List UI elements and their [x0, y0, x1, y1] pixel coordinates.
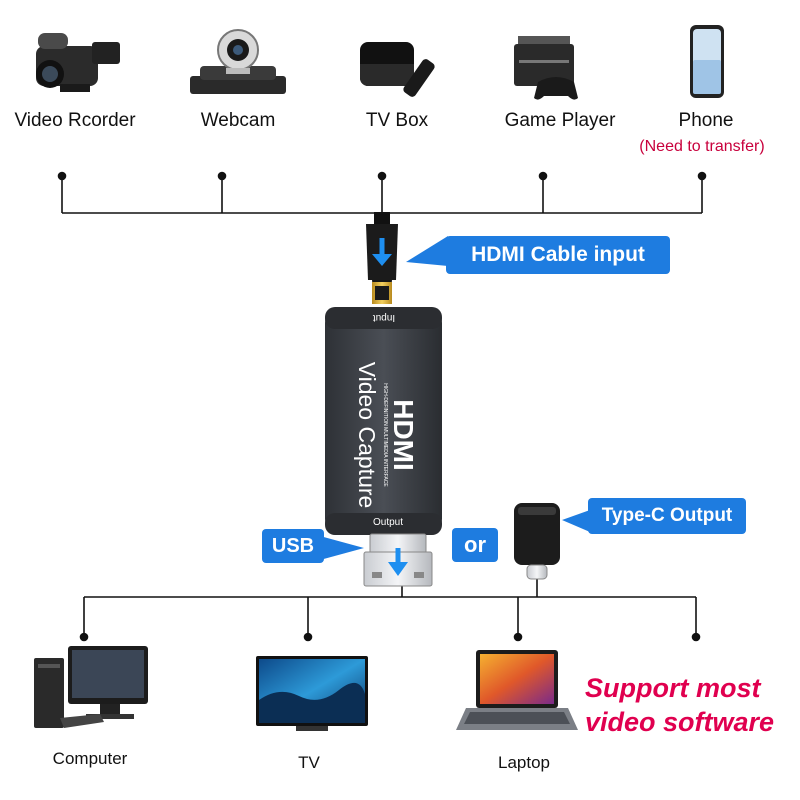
type-c-callout-pointer: [562, 510, 590, 532]
game-console-icon: [514, 36, 578, 100]
hdmi-cable-input-callout: HDMI Cable input: [446, 236, 670, 274]
phone-icon: [690, 25, 724, 98]
source-label-video-recorder: Video Rcorder: [14, 110, 136, 131]
hdmi-logo: HDMI: [388, 399, 419, 471]
phone-transfer-note: (Need to transfer): [639, 138, 765, 155]
tv-box-icon: [360, 42, 435, 97]
type-c-adapter: [514, 503, 560, 580]
type-c-output-callout: Type-C Output: [588, 498, 746, 534]
usb-callout-pointer: [320, 536, 364, 560]
source-label-game-player: Game Player: [504, 110, 616, 131]
hdmi-logo-subtitle: HIGH-DEFINITION MULTIMEDIA INTERFACE: [382, 383, 388, 487]
source-label-tv-box: TV Box: [365, 110, 429, 131]
usb-callout: USB: [262, 529, 324, 563]
tv-icon: [256, 656, 368, 731]
capture-device: HDMI HIGH-DEFINITION MULTIMEDIA INTERFAC…: [325, 307, 442, 535]
webcam-icon: [190, 29, 286, 94]
destination-label-computer: Computer: [52, 749, 128, 768]
slogan-line-1: Support most: [585, 673, 761, 703]
input-port-label: Input: [372, 312, 396, 323]
source-label-webcam: Webcam: [200, 110, 276, 131]
destination-label-laptop: Laptop: [498, 753, 550, 772]
destination-connector-lines: [79, 575, 701, 642]
hdmi-cable-connector: [366, 212, 398, 304]
destination-label-tv: TV: [298, 753, 320, 772]
slogan-line-2: video software: [585, 707, 775, 737]
hdmi-callout-pointer: [406, 236, 448, 266]
camcorder-icon: [36, 33, 120, 92]
usb-plug: [363, 533, 433, 587]
output-port-label: Output: [372, 517, 404, 528]
source-label-phone: Phone: [678, 110, 734, 131]
product-name: Video Capture: [354, 362, 380, 509]
or-badge: or: [452, 528, 498, 562]
laptop-icon: [456, 650, 578, 730]
computer-icon: [34, 646, 148, 728]
